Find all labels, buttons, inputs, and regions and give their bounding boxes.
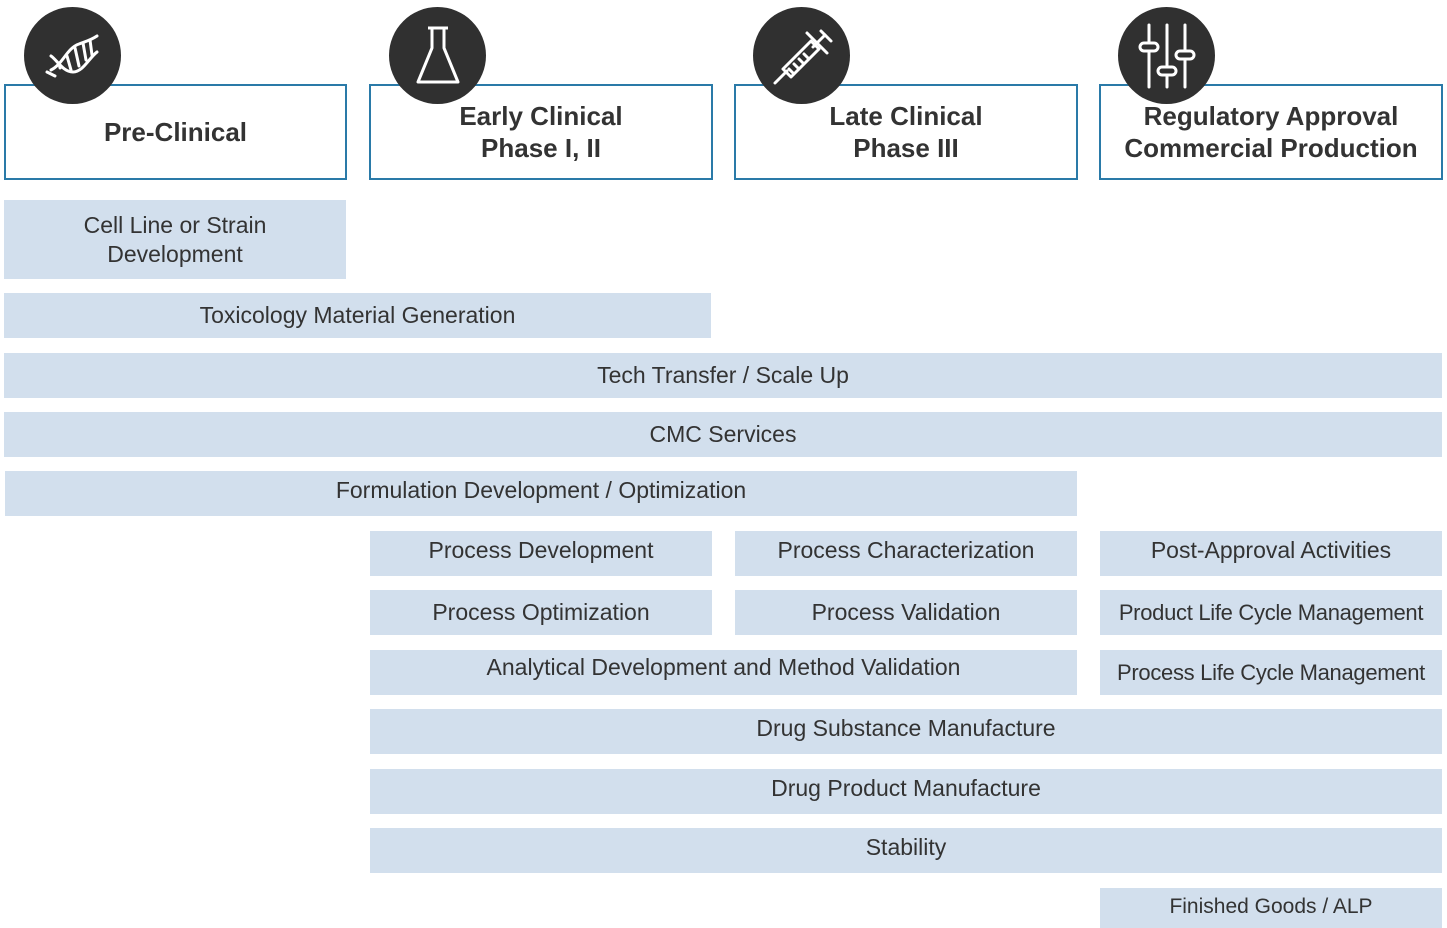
activity-cmc-services: CMC Services xyxy=(4,412,1442,457)
phase-title-line: Pre-Clinical xyxy=(103,117,248,147)
activity-label: Stability xyxy=(865,834,947,860)
activity-label: Formulation Development / Optimization xyxy=(335,477,747,503)
activity-process-life-cycle-management: Process Life Cycle Management xyxy=(1100,650,1442,695)
activity-label: Product Life Cycle Management xyxy=(1118,600,1424,625)
dna-icon xyxy=(24,7,121,104)
activity-label: Drug Product Manufacture xyxy=(771,775,1041,801)
activity-drug-product-manufacture: Drug Product Manufacture xyxy=(370,769,1442,814)
sliders-icon xyxy=(1118,7,1215,104)
activity-post-approval-activities: Post-Approval Activities xyxy=(1100,531,1442,576)
activity-label: Drug Substance Manufacture xyxy=(756,715,1056,741)
activity-formulation-development: Formulation Development / Optimization xyxy=(5,471,1077,516)
phase-late-clinical: Late Clinical Phase III xyxy=(734,84,1078,180)
activity-label: Toxicology Material Generation xyxy=(199,302,516,328)
activity-label: Process Validation xyxy=(811,599,1001,625)
phase-title-line: Late Clinical xyxy=(829,101,983,131)
activity-drug-substance-manufacture: Drug Substance Manufacture xyxy=(370,709,1442,754)
activity-analytical-development: Analytical Development and Method Valida… xyxy=(370,650,1077,695)
flask-icon xyxy=(389,7,486,104)
activity-label: Analytical Development and Method Valida… xyxy=(486,654,961,680)
phase-pre-clinical: Pre-Clinical xyxy=(4,84,347,180)
activity-tech-transfer-scale-up: Tech Transfer / Scale Up xyxy=(4,353,1442,398)
phase-subtitle-line: Phase III xyxy=(853,133,959,163)
phase-title-line: Early Clinical xyxy=(459,101,623,131)
activity-process-development: Process Development xyxy=(370,531,712,576)
activity-process-characterization: Process Characterization xyxy=(735,531,1077,576)
activity-label: CMC Services xyxy=(649,421,797,447)
activity-label: Process Life Cycle Management xyxy=(1116,660,1425,685)
activity-product-life-cycle-management: Product Life Cycle Management xyxy=(1100,590,1442,635)
activity-finished-goods-alp: Finished Goods / ALP xyxy=(1100,888,1442,928)
activity-label-line: Cell Line or Strain xyxy=(83,211,267,238)
activity-cell-line-development: Cell Line or Strain Development xyxy=(4,200,346,279)
syringe-icon xyxy=(753,7,850,104)
activity-label-line: Development xyxy=(107,240,243,267)
activity-label: Finished Goods / ALP xyxy=(1169,895,1373,918)
activity-label: Post-Approval Activities xyxy=(1150,537,1392,563)
activity-toxicology-material-generation: Toxicology Material Generation xyxy=(4,293,711,338)
activity-stability: Stability xyxy=(370,828,1442,873)
activity-label: Process Characterization xyxy=(777,537,1035,563)
phase-early-clinical: Early Clinical Phase I, II xyxy=(369,84,713,180)
activity-label: Process Development xyxy=(428,537,654,563)
phase-subtitle-line: Commercial Production xyxy=(1124,133,1418,163)
activity-label: Tech Transfer / Scale Up xyxy=(597,362,849,388)
activity-label: Process Optimization xyxy=(432,599,650,625)
activity-process-validation: Process Validation xyxy=(735,590,1077,635)
phase-title-line: Regulatory Approval xyxy=(1143,101,1399,131)
phase-subtitle-line: Phase I, II xyxy=(481,133,601,163)
activity-process-optimization: Process Optimization xyxy=(370,590,712,635)
